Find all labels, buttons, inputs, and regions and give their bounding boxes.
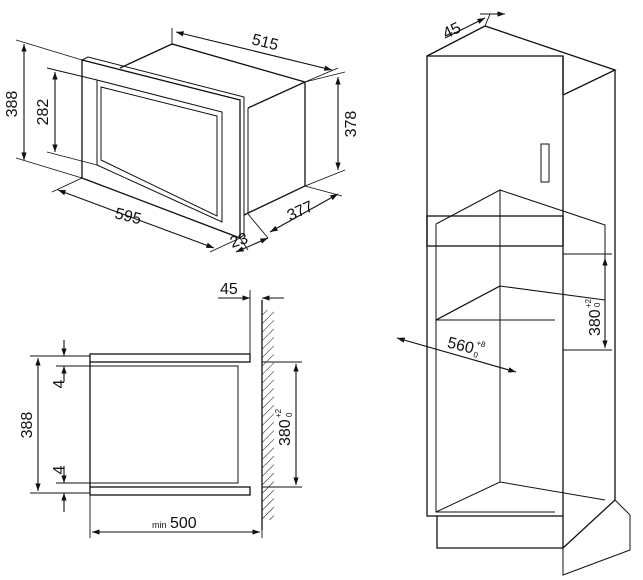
side-section-view: 45 4 4 388 380 +2 0 min 500 bbox=[19, 281, 302, 538]
dim-label-min-prefix: min bbox=[152, 520, 167, 530]
dim-label-388-section: 388 bbox=[19, 412, 36, 439]
cabinet-door-handle bbox=[540, 143, 550, 183]
dim-label-380-section: 380 bbox=[277, 419, 294, 446]
wall-hatching bbox=[262, 310, 274, 520]
dim-tol-upper-380-cabinet: +2 bbox=[584, 298, 593, 308]
microwave-door-window bbox=[96, 79, 223, 223]
dim-line-560 bbox=[396, 337, 517, 373]
cabinet-upper-door bbox=[426, 55, 564, 247]
cabinet-plinth bbox=[436, 516, 564, 549]
dim-label-377: 377 bbox=[285, 198, 316, 224]
dim-tol-lower-380-cabinet: 0 bbox=[593, 302, 602, 307]
dim-label-380-cabinet: 380 bbox=[587, 309, 604, 336]
dim-label-515: 515 bbox=[250, 31, 280, 54]
niche-floor-left bbox=[435, 285, 501, 321]
microwave-frame-edge bbox=[81, 56, 245, 239]
dim-line-377 bbox=[269, 193, 339, 233]
lower-compartment-floor bbox=[435, 481, 606, 513]
microwave-iso-view: 515 388 282 378 595 23 377 bbox=[4, 28, 360, 253]
dim-label-45-wall: 45 bbox=[220, 281, 238, 298]
top-shelf bbox=[89, 353, 251, 363]
dim-label-500: 500 bbox=[170, 515, 197, 532]
dim-line-595 bbox=[57, 189, 215, 249]
dim-tol-upper-380-section: +2 bbox=[274, 408, 283, 418]
bottom-shelf bbox=[89, 486, 251, 496]
niche-opening bbox=[435, 224, 555, 321]
dim-tol-lower-560: 0 bbox=[472, 350, 479, 360]
appliance-body bbox=[89, 365, 239, 484]
dim-label-23: 23 bbox=[228, 230, 250, 252]
cabinet-plinth-side bbox=[562, 515, 631, 576]
dim-tol-lower-380-section: 0 bbox=[285, 412, 294, 417]
microwave-front-frame bbox=[81, 59, 241, 239]
dim-label-282: 282 bbox=[35, 99, 52, 126]
dim-line-23 bbox=[235, 237, 269, 253]
dim-label-45-top: 45 bbox=[440, 19, 464, 42]
tall-cabinet-view: 45 380 +2 0 560 +8 0 bbox=[396, 11, 631, 576]
cabinet-right-side bbox=[562, 70, 616, 549]
dim-label-388-outer: 388 bbox=[4, 91, 21, 118]
dim-label-378: 378 bbox=[343, 111, 360, 138]
dim-label-595: 595 bbox=[113, 205, 143, 228]
dim-label-4-bottom: 4 bbox=[51, 465, 68, 474]
dim-tol-upper-560: +8 bbox=[475, 338, 487, 349]
cabinet-top bbox=[426, 25, 617, 96]
microwave-body-side bbox=[243, 82, 306, 216]
dim-label-4-top: 4 bbox=[51, 379, 68, 388]
microwave-door-inner bbox=[100, 86, 218, 217]
niche-floor-back bbox=[499, 285, 606, 301]
dim-line-515 bbox=[175, 31, 333, 71]
niche-back-top bbox=[499, 189, 606, 300]
dim-label-560: 560 bbox=[446, 335, 476, 358]
niche-back-left bbox=[435, 189, 501, 321]
